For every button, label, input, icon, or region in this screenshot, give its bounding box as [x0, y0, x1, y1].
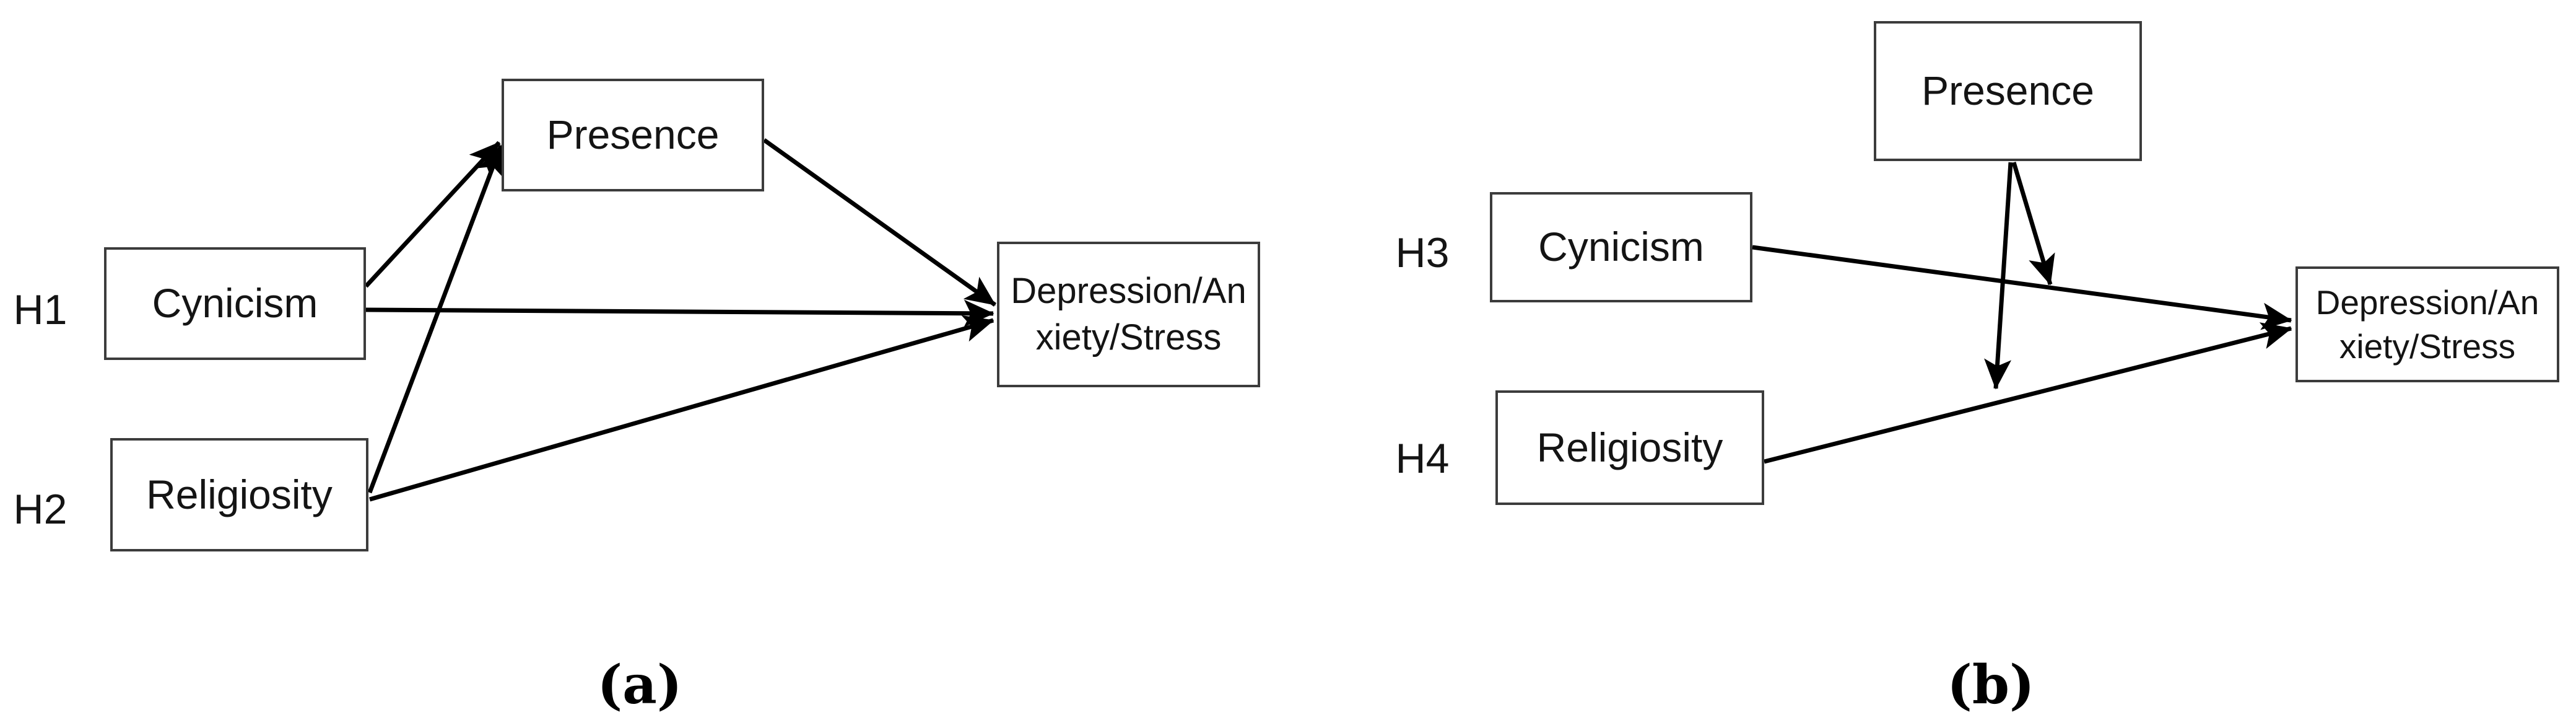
node-a-religiosity-label: Religiosity	[146, 471, 333, 517]
arrow-b-religiosity-to-outcome	[1764, 322, 2292, 464]
arrow-a-religiosity-to-outcome	[369, 315, 994, 502]
hypothesis-label-h3: H3	[1395, 229, 1450, 276]
hypothesis-label-h4: H4	[1395, 435, 1450, 482]
arrow-a-religiosity-to-presence	[367, 144, 503, 494]
node-b-presence: Presence	[1874, 21, 2142, 161]
node-a-outcome: Depression/An xiety/Stress	[997, 242, 1260, 387]
arrow-b-presence-to-religiosity-path	[1984, 162, 2013, 390]
arrow-b-presence-to-cynicism-path	[2011, 161, 2055, 286]
node-b-presence-label: Presence	[1921, 68, 2094, 114]
arrow-b-cynicism-to-outcome	[1752, 245, 2292, 330]
caption-panel-a: (a)	[597, 653, 682, 716]
node-b-cynicism: Cynicism	[1490, 192, 1752, 302]
node-a-presence: Presence	[502, 79, 764, 191]
arrow-a-presence-to-outcome	[762, 138, 997, 307]
node-b-outcome-line2: xiety/Stress	[2339, 327, 2516, 366]
arrow-a-cynicism-to-outcome	[365, 299, 994, 327]
hypothesis-label-h2: H2	[13, 486, 67, 533]
hypothesis-label-h1: H1	[13, 286, 67, 333]
node-b-outcome: Depression/An xiety/Stress	[2295, 266, 2559, 382]
arrow-a-cynicism-to-presence	[364, 141, 501, 288]
node-b-outcome-line1: Depression/An	[2315, 283, 2539, 322]
node-a-cynicism: Cynicism	[104, 247, 366, 360]
node-b-religiosity-label: Religiosity	[1536, 424, 1723, 470]
node-b-cynicism-label: Cynicism	[1538, 224, 1704, 270]
node-a-outcome-line2: xiety/Stress	[1035, 317, 1222, 358]
node-a-presence-label: Presence	[546, 112, 720, 158]
node-a-religiosity: Religiosity	[110, 438, 368, 551]
node-a-cynicism-label: Cynicism	[152, 280, 318, 327]
node-b-religiosity: Religiosity	[1495, 390, 1764, 505]
caption-panel-b: (b)	[1947, 653, 2035, 716]
node-a-outcome-line1: Depression/An	[1011, 271, 1247, 312]
